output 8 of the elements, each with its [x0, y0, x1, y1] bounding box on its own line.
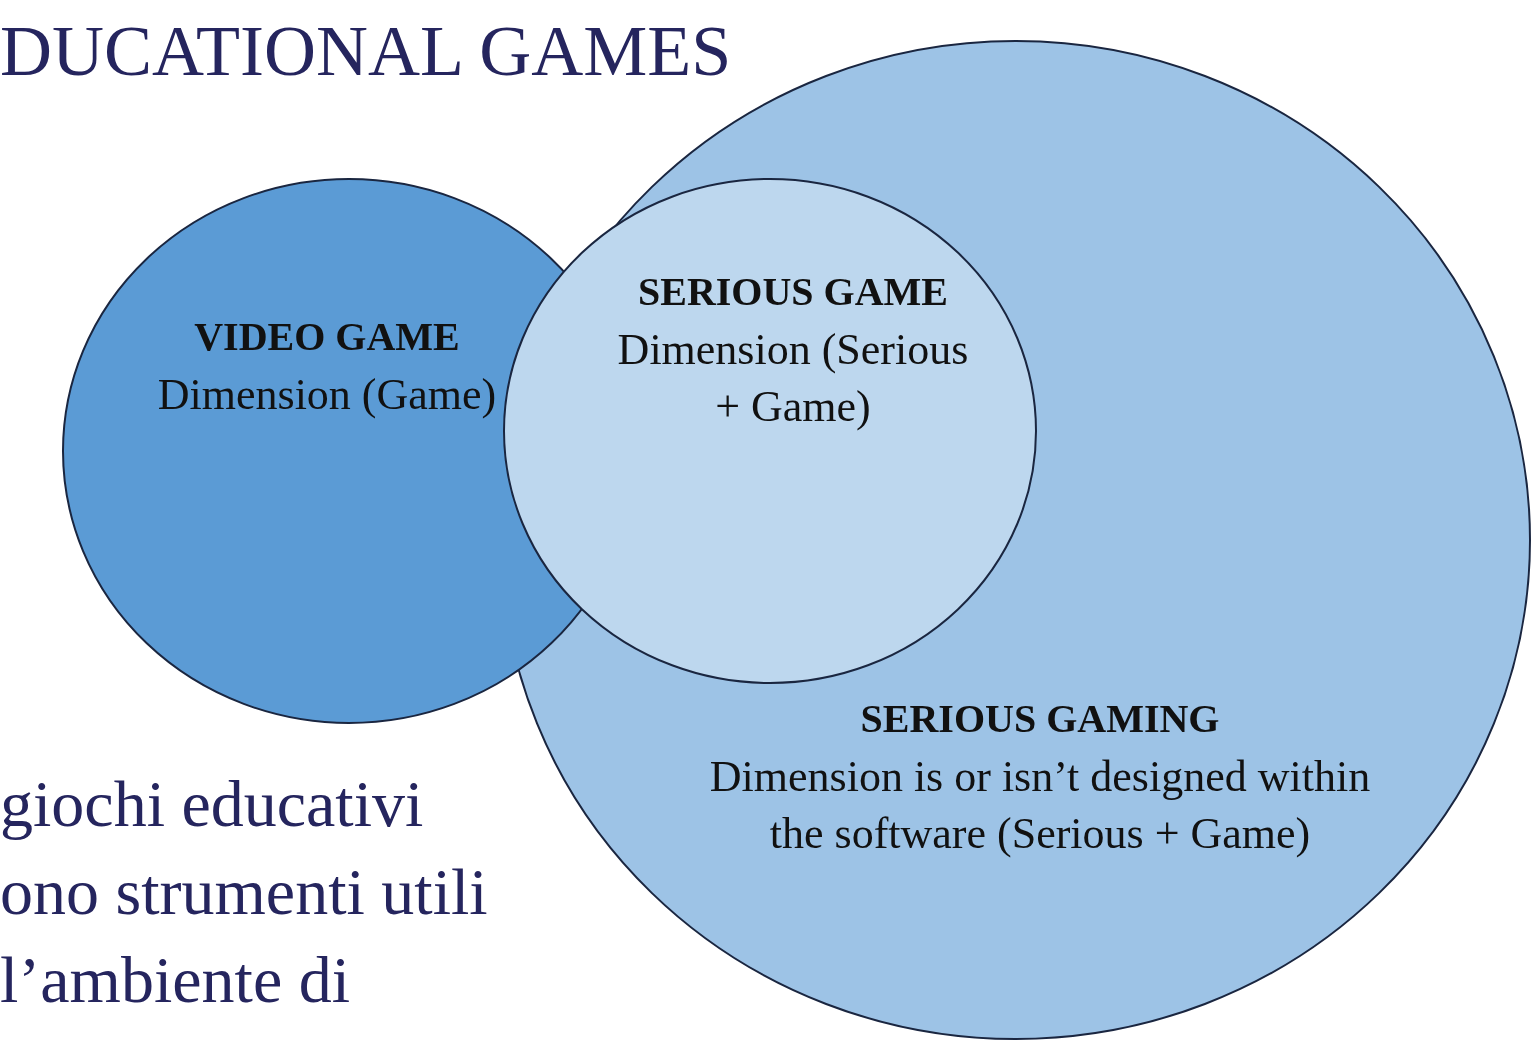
circle-heading: SERIOUS GAME — [636, 268, 950, 315]
circle-heading: VIDEO GAME — [193, 313, 461, 360]
circle-text: Dimension is or isn’t designed within the software (Serious + Game) — [708, 751, 1372, 861]
slide-title: DUCATIONAL GAMES — [0, 10, 732, 93]
circle-text: Dimension (Game) — [156, 369, 498, 421]
slide-text: giochi educativi ono strumenti utili l’ambiente di — [0, 766, 489, 1018]
circle-text: Dimension (Serious + Game) — [616, 324, 970, 434]
circle-heading: SERIOUS GAMING — [859, 695, 1221, 742]
